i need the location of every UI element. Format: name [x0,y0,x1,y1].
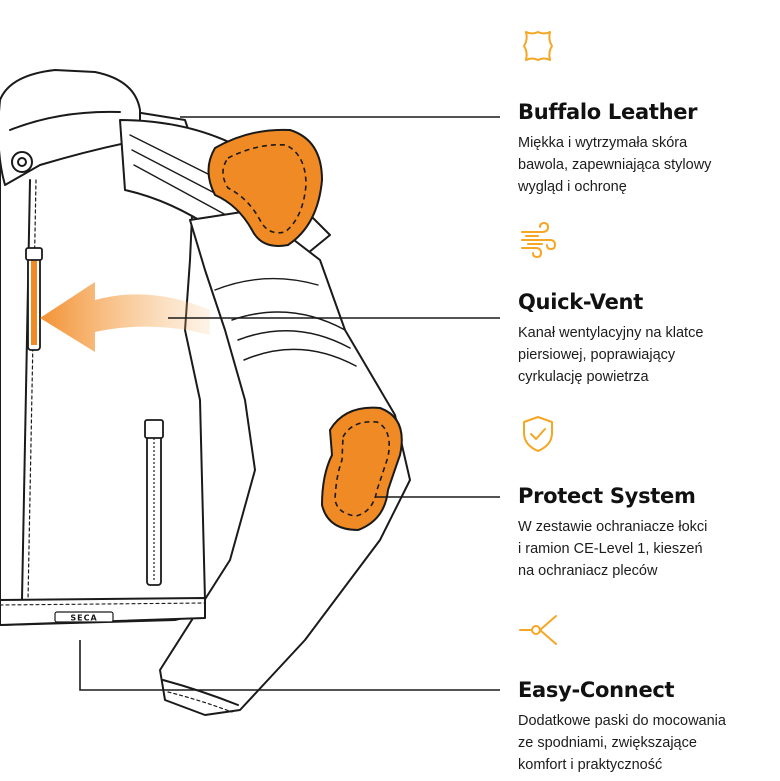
feature-quick-vent: Quick-Vent Kanał wentylacyjny na klatce … [518,220,768,388]
brand-text: SECA [70,614,97,623]
feature-protect-system: Protect System W zestawie ochraniacze ło… [518,414,768,582]
feature-title: Easy-Connect [518,678,675,702]
feature-title: Buffalo Leather [518,100,698,124]
shield-check-icon [523,416,553,452]
jacket-illustration: SECA [0,69,411,716]
feature-description: W zestawie ochraniacze łokci i ramion CE… [518,519,708,579]
elbow-armor [320,406,403,532]
vent-airflow-arrow [40,282,210,352]
feature-description: Kanał wentylacyjny na klatce piersiowej,… [518,325,704,385]
feature-description: Miękka i wytrzymała skóra bawola, zapewn… [518,135,712,195]
leather-hide-icon [523,31,553,61]
feature-easy-connect: Easy-Connect Dodatkowe paski do mocowani… [518,608,768,776]
feature-title: Protect System [518,484,696,508]
shoulder-armor [207,128,324,247]
hem-brand-label: SECA [54,611,114,623]
feature-description: Dodatkowe paski do mocowania ze spodniam… [518,713,726,773]
feature-buffalo-leather: Buffalo Leather Miękka i wytrzymała skór… [518,26,768,198]
connector-icon [519,615,557,645]
feature-title: Quick-Vent [518,290,643,314]
pocket-zipper [144,419,164,586]
chest-vent-zipper [25,247,43,351]
air-flow-icon [521,221,557,259]
